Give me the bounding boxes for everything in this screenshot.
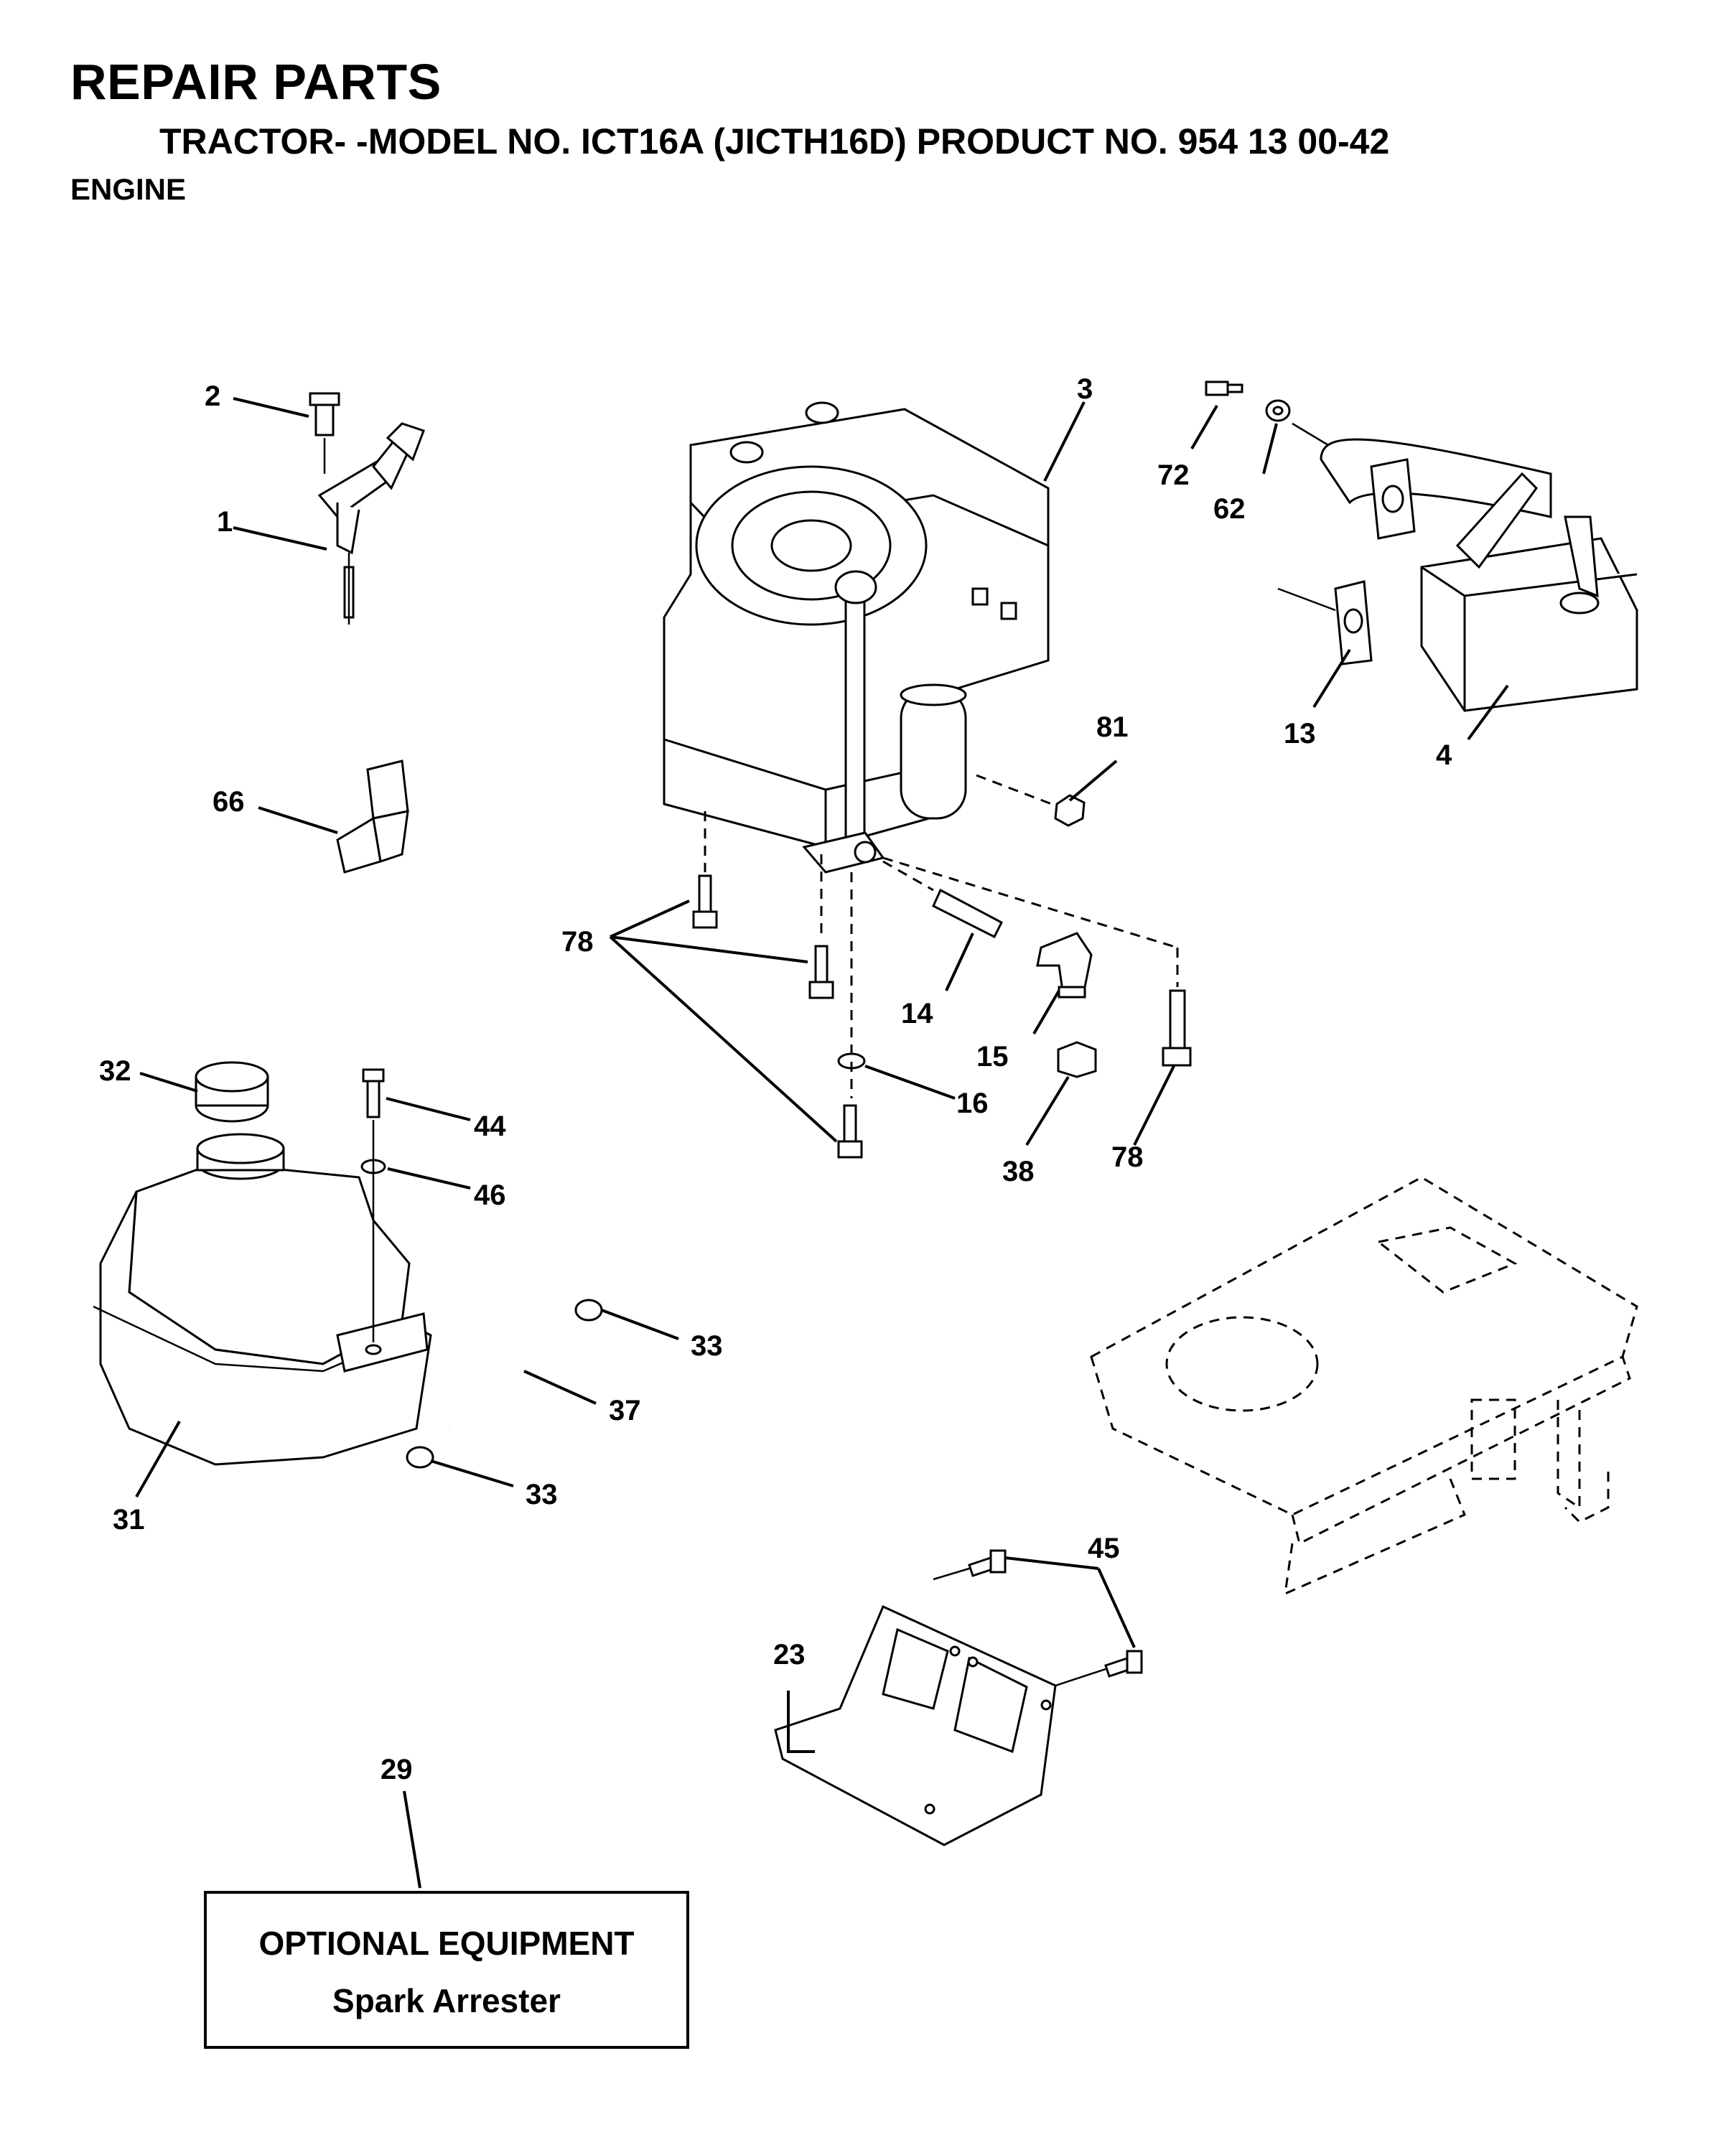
clip-part-66 bbox=[336, 760, 409, 874]
page-title: REPAIR PARTS bbox=[70, 54, 442, 110]
callout-13: 13 bbox=[1284, 718, 1316, 749]
spark-arrester-label: Spark Arrester bbox=[332, 1982, 561, 2019]
callout-66: 66 bbox=[213, 786, 245, 818]
optional-equipment-box: OPTIONAL EQUIPMENT Spark Arrester bbox=[204, 1891, 689, 2049]
callout-78-left: 78 bbox=[561, 926, 594, 958]
callout-2: 2 bbox=[205, 380, 220, 412]
muffler-assembly-part-4 bbox=[1205, 380, 1638, 712]
nut-part-81 bbox=[976, 774, 1086, 827]
callout-29: 29 bbox=[381, 1754, 413, 1785]
section-title: ENGINE bbox=[70, 172, 187, 206]
callout-leader-lines bbox=[135, 397, 1509, 1889]
callout-81: 81 bbox=[1096, 711, 1129, 743]
callout-1: 1 bbox=[217, 506, 233, 538]
heat-shield-part-23 bbox=[774, 1604, 1057, 1846]
callout-16: 16 bbox=[956, 1088, 989, 1119]
callout-46: 46 bbox=[474, 1179, 506, 1211]
fuel-line-part-37 bbox=[406, 1299, 603, 1469]
callout-33-bottom: 33 bbox=[526, 1479, 558, 1510]
callout-32: 32 bbox=[99, 1055, 131, 1087]
callout-15: 15 bbox=[976, 1041, 1009, 1072]
fuel-cap-part-32 bbox=[195, 1061, 269, 1123]
callout-72: 72 bbox=[1157, 459, 1190, 491]
callout-45: 45 bbox=[1088, 1533, 1120, 1564]
callout-33-top: 33 bbox=[691, 1330, 723, 1362]
fuel-tank-part-31 bbox=[93, 1133, 432, 1466]
callout-labels: 2 1 3 72 62 13 4 81 66 78 14 15 16 38 78… bbox=[99, 373, 1452, 1785]
engine-part-3 bbox=[663, 401, 1050, 874]
engine-bolts-part-78 bbox=[692, 811, 1192, 1159]
callout-62: 62 bbox=[1213, 493, 1246, 525]
callout-14: 14 bbox=[901, 998, 933, 1029]
callout-31: 31 bbox=[113, 1504, 145, 1536]
callout-78-right: 78 bbox=[1111, 1141, 1144, 1173]
callout-44: 44 bbox=[474, 1111, 506, 1142]
callout-4: 4 bbox=[1436, 739, 1452, 771]
screw-and-washer-parts bbox=[360, 1068, 386, 1342]
throttle-control-part bbox=[309, 392, 425, 625]
callout-38: 38 bbox=[1002, 1156, 1035, 1187]
callout-37: 37 bbox=[609, 1395, 641, 1426]
callout-23: 23 bbox=[773, 1639, 806, 1670]
optional-equipment-heading: OPTIONAL EQUIPMENT bbox=[258, 1925, 635, 1962]
model-subtitle: TRACTOR- -MODEL NO. ICT16A (JICTH16D) PR… bbox=[159, 121, 1390, 162]
screws-part-45 bbox=[933, 1549, 1143, 1687]
oil-drain-parts bbox=[882, 860, 1097, 1078]
tractor-frame-reference bbox=[1090, 1176, 1638, 1596]
callout-3: 3 bbox=[1077, 373, 1093, 405]
